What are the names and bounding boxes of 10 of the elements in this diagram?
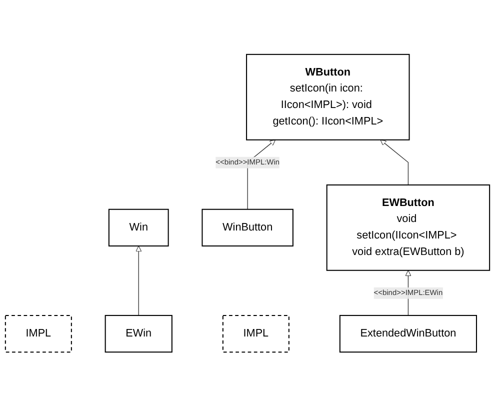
node-box: WButton setIcon(in icon: IIcon<IMPL>): void getIcon(): IIcon<IMPL> — [246, 54, 410, 141]
node-box: EWin — [104, 315, 172, 353]
arrow — [380, 140, 409, 186]
node-box: IMPL — [222, 315, 290, 353]
arrow — [136, 246, 142, 316]
node-box: ExtendedWinButton — [339, 315, 477, 353]
node-box: Win — [108, 209, 169, 247]
node-box: IMPL — [4, 315, 72, 353]
node-box: EWButton void setIcon(IIcon<IMPL> void extra(EWButton b) — [326, 184, 490, 272]
node-box: WinButton — [202, 209, 294, 247]
